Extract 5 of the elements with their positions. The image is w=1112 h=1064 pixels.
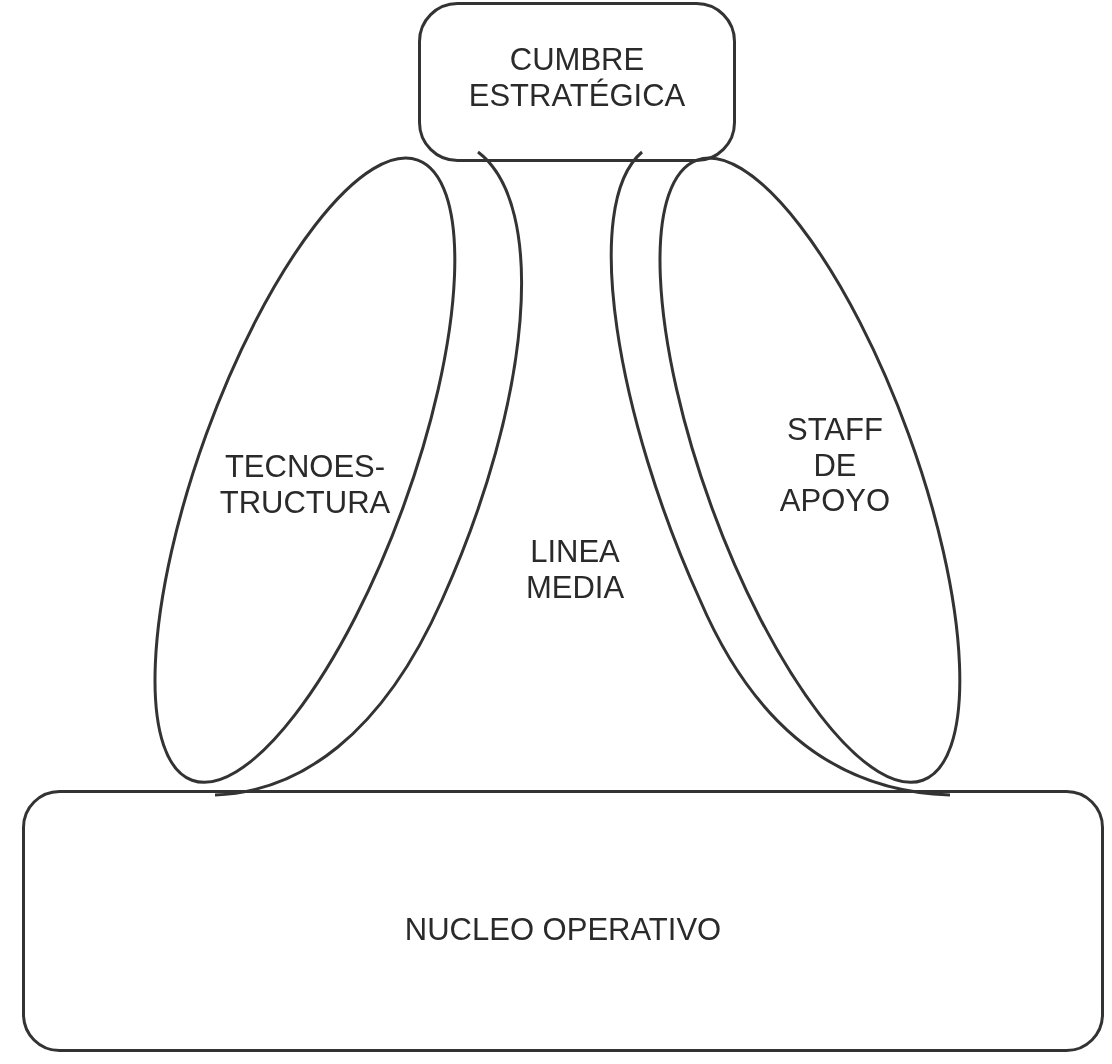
node-label: STAFF DE APOYO	[778, 411, 892, 519]
node-label: TECNOES- TRUCTURA	[218, 449, 392, 521]
node-label: CUMBRE ESTRATÉGICA	[467, 42, 687, 114]
node-label: LINEA MEDIA	[524, 534, 626, 606]
node-label: NUCLEO OPERATIVO	[403, 912, 723, 948]
